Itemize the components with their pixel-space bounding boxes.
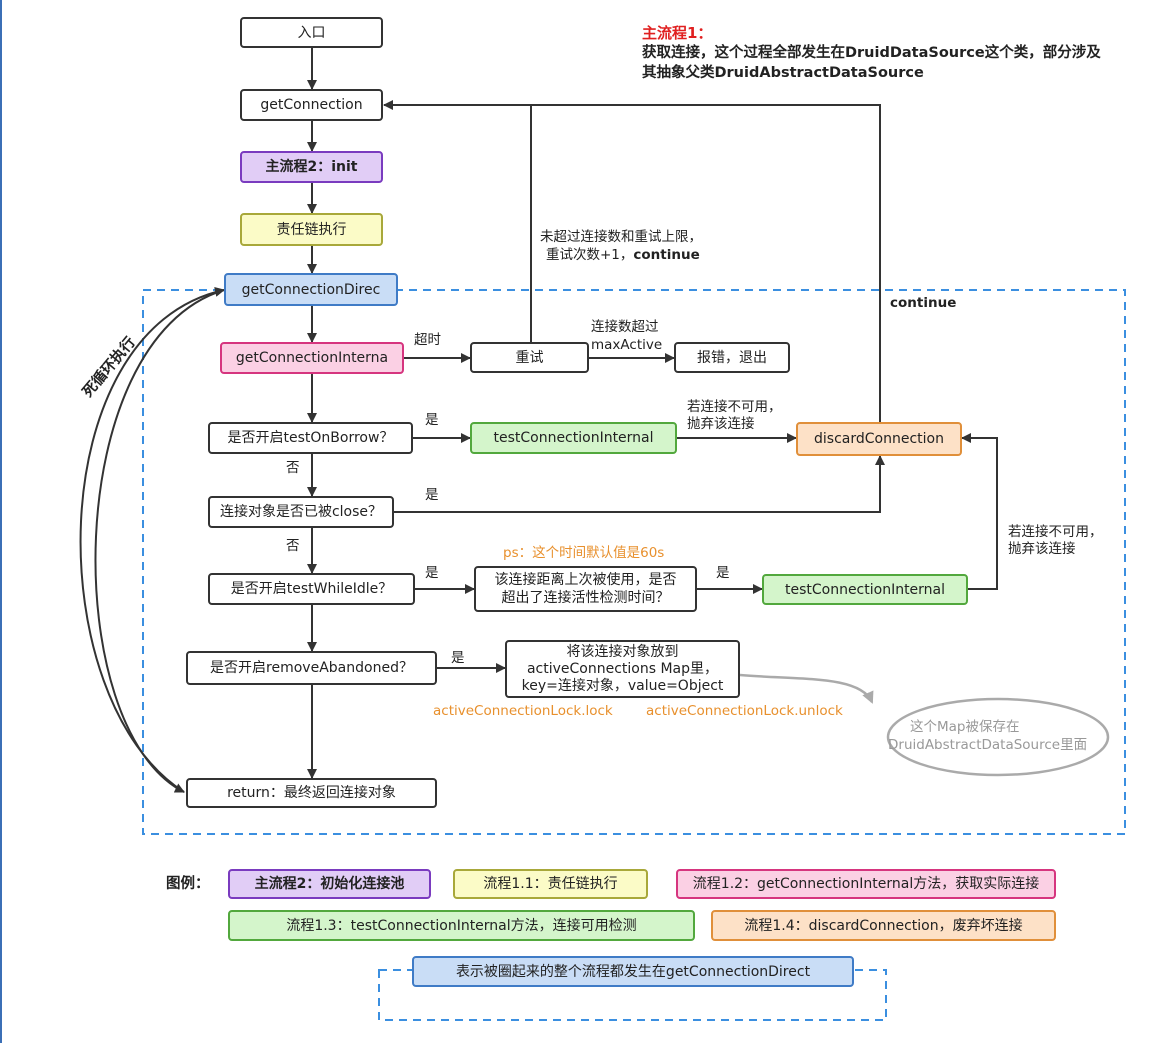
map-note-line2: DruidAbstractDataSource里面 [888,737,1088,753]
idle-check-decision: 该连接距离上次被使用，是否 超出了连接活性检测时间？ [474,566,697,612]
testwhileidle-decision: 是否开启testWhileIdle？ [208,573,415,605]
retry-limit-label-line2: 重试次数+1，continue [546,247,700,264]
arrow-deadloop-to-return [94,289,225,793]
arrow-active-to-mapnote [739,673,874,704]
arrow-testconn2-to-discard [961,433,998,590]
entry-node: 入口 [240,17,383,48]
left-edge-line [0,0,2,1043]
legend-flow-1-3: 流程1.3：testConnectionInternal方法，连接可用检测 [228,910,695,941]
max-active-label-line2: maxActive [591,337,663,353]
retry-node: 重试 [470,342,589,373]
arrow-retry-to-getconnection [383,100,532,342]
active-line1: 将该连接对象放到 [566,643,679,660]
unavailable-2-label-line1: 若连接不可用， [1008,524,1103,540]
error-exit-node: 报错，退出 [674,342,790,373]
chain-node: 责任链执行 [240,213,383,246]
arrow-isclosed-to-discard [394,455,885,513]
yes-label-testwhileidle: 是 [425,565,439,581]
unavailable-1-label-line2: 抛弃该连接 [687,416,755,432]
max-active-label-line1: 连接数超过 [591,319,659,335]
arrow-deadloop-to-direct [79,287,225,793]
idle-check-line1: 该连接距离上次被使用，是否 [494,572,677,588]
lock-label: activeConnectionLock.lock [433,703,613,719]
ps-note: ps：这个时间默认值是60s [503,545,665,561]
getconnection-node: getConnection [240,89,383,121]
no-label-isclosed: 否 [286,538,300,554]
scope-dashed-frame [142,289,1126,835]
retry-limit-label-line1: 未超过连接数和重试上限， [540,229,702,245]
arrow-discard-to-getconnection [531,104,881,422]
active-line3: key=连接对象，value=Object [521,677,724,694]
title-line1: 获取连接，这个过程全部发生在DruidDataSource这个类，部分涉及 [642,45,1101,61]
active-connections-node: 将该连接对象放到 activeConnections Map里， key=连接对… [505,640,740,698]
active-line2: activeConnections Map里， [526,660,719,677]
testconnectioninternal-1-node: testConnectionInternal [470,422,677,454]
testconnectioninternal-2-node: testConnectionInternal [762,574,968,605]
legend-scope: 表示被圈起来的整个流程都发生在getConnectionDirect [412,956,854,987]
yes-label-idlecheck: 是 [716,565,730,581]
init-node: 主流程2：init [240,151,383,183]
isclosed-decision: 连接对象是否已被close？ [208,496,394,528]
yes-label-removeabandoned: 是 [451,650,465,666]
return-node: return：最终返回连接对象 [186,778,437,808]
getconnectiondirect-node: getConnectionDirec [224,273,398,306]
yes-label-isclosed: 是 [425,487,439,503]
testonborrow-decision: 是否开启testOnBorrow？ [208,422,413,454]
continue-label: continue [890,295,957,311]
legend-flow-1-4: 流程1.4：discardConnection，废弃坏连接 [711,910,1056,941]
title-heading: 主流程1： [642,24,713,42]
legend-title: 图例： [166,876,210,892]
map-note-line1: 这个Map被保存在 [910,719,1020,735]
unavailable-2-label-line2: 抛弃该连接 [1008,541,1076,557]
idle-check-line2: 超出了连接活性检测时间？ [501,590,670,606]
timeout-label: 超时 [414,332,441,348]
legend-main2: 主流程2：初始化连接池 [228,869,431,899]
legend-flow-1-2: 流程1.2：getConnectionInternal方法，获取实际连接 [676,869,1056,899]
title-line2: 其抽象父类DruidAbstractDataSource [642,65,924,81]
retry-limit-label-prefix: 重试次数+1， [546,247,634,263]
map-note-ellipse [886,697,1110,777]
unlock-label: activeConnectionLock.unlock [646,703,843,719]
legend-flow-1-1: 流程1.1：责任链执行 [453,869,648,899]
retry-limit-label-continue: continue [633,247,700,263]
discardconnection-node: discardConnection [796,422,962,456]
getconnectioninternal-node: getConnectionInterna [220,342,404,374]
yes-label-testonborrow: 是 [425,412,439,428]
no-label-testonborrow: 否 [286,460,300,476]
removeabandoned-decision: 是否开启removeAbandoned？ [186,651,437,685]
unavailable-1-label-line1: 若连接不可用， [687,399,782,415]
